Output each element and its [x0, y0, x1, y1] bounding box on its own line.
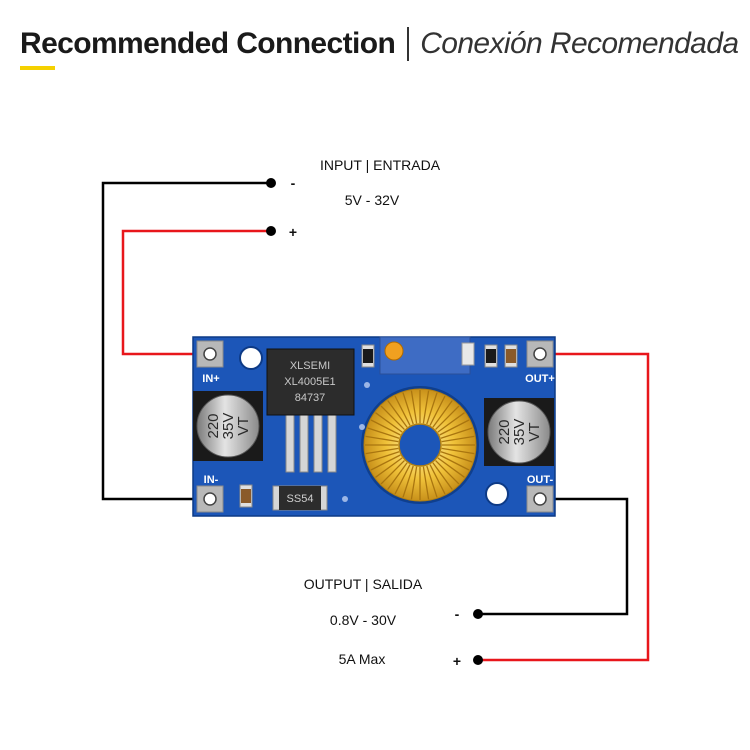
- mounting-hole-bottom-right: [485, 482, 509, 506]
- trimmer-screw: [384, 341, 404, 361]
- coil-winding: [394, 395, 411, 426]
- coil-winding: [432, 462, 453, 490]
- coil-winding: [440, 427, 473, 439]
- diode-label: SS54: [287, 493, 314, 505]
- pad-out-minus: [526, 485, 554, 513]
- input-positive-wire: [121, 229, 271, 356]
- input-positive-terminal: [266, 226, 276, 236]
- title-english: Recommended Connection: [20, 27, 396, 60]
- smd-component-3: [239, 484, 253, 508]
- coil-winding: [375, 412, 403, 433]
- potentiometer: [379, 336, 475, 375]
- coil-winding: [365, 447, 399, 455]
- capacitor-left-series: VT: [235, 416, 252, 435]
- pin-label-out-plus: OUT+: [525, 373, 555, 385]
- input-label: INPUT | ENTRADA: [320, 157, 441, 173]
- coil-winding: [435, 405, 460, 430]
- coil-winding: [375, 457, 403, 478]
- input-voltage: 5V - 32V: [345, 192, 400, 208]
- coil-winding: [380, 460, 405, 485]
- output-negative-wire: [478, 497, 629, 616]
- coil-winding: [370, 419, 401, 436]
- coil-winding: [370, 454, 401, 471]
- output-positive-terminal: [473, 655, 483, 665]
- title-accent-underline: [20, 66, 55, 70]
- coil-winding: [429, 464, 446, 495]
- coil-winding: [435, 460, 460, 485]
- coil-winding: [429, 395, 446, 426]
- smd-component-1: [361, 344, 375, 368]
- output-minus-sign: -: [455, 606, 460, 622]
- toroid-inductor: [361, 386, 479, 504]
- via: [364, 382, 370, 388]
- chip-text-line-1: XLSEMI: [290, 360, 330, 372]
- coil-winding: [410, 466, 418, 500]
- capacitor-right-value: 220: [496, 419, 513, 444]
- capacitor-left-value: 220: [205, 413, 222, 438]
- pad-out-plus: [526, 340, 554, 368]
- capacitor-right-series: VT: [526, 422, 543, 441]
- coil-winding: [426, 392, 438, 425]
- coil-winding: [437, 457, 465, 478]
- pad-in-plus: [196, 340, 224, 368]
- via: [342, 496, 348, 502]
- coil-winding: [422, 466, 430, 500]
- coil-winding: [402, 465, 414, 498]
- output-voltage: 0.8V - 30V: [330, 612, 397, 628]
- coil-winding: [422, 390, 430, 424]
- chip-text-line-2: XL4005E1: [284, 376, 335, 388]
- capacitor-left: 220 35V VT: [193, 391, 263, 461]
- pin-label-in-plus: IN+: [202, 373, 219, 385]
- pin-label-out-minus: OUT-: [527, 474, 554, 486]
- coil-winding: [387, 462, 408, 490]
- input-negative-wire: [101, 181, 271, 501]
- coil-winding: [441, 447, 475, 455]
- smd-component-2: [484, 344, 498, 368]
- coil-winding: [387, 400, 408, 428]
- coil-winding: [410, 390, 418, 424]
- output-current: 5A Max: [339, 651, 386, 667]
- title-spanish: Conexión Recomendada: [420, 27, 739, 60]
- input-negative-terminal: [266, 178, 276, 188]
- coil-winding: [437, 412, 465, 433]
- coil-winding: [439, 454, 470, 471]
- coil-winding: [365, 435, 399, 443]
- capacitor-right: 220 35V VT: [484, 398, 554, 466]
- coil-winding: [402, 392, 414, 425]
- title-separator: [407, 27, 410, 61]
- output-label: OUTPUT | SALIDA: [304, 576, 423, 592]
- coil-winding: [441, 435, 475, 443]
- via: [359, 424, 365, 430]
- chip-text-line-3: 84737: [295, 392, 326, 404]
- coil-winding: [432, 400, 453, 428]
- regulator-chip: XLSEMI XL4005E1 84737: [266, 348, 355, 473]
- coil-winding: [380, 405, 405, 430]
- coil-winding: [394, 464, 411, 495]
- coil-winding: [367, 451, 400, 463]
- output-plus-sign: +: [453, 653, 461, 669]
- page-header: Recommended Connection Conexión Recomend…: [20, 24, 739, 64]
- pin-label-in-minus: IN-: [204, 474, 219, 486]
- coil-winding: [440, 451, 473, 463]
- coil-winding: [439, 419, 470, 436]
- output-positive-wire: [478, 352, 650, 662]
- input-plus-sign: +: [289, 224, 297, 240]
- pad-in-minus: [196, 485, 224, 513]
- schottky-diode: SS54: [272, 485, 328, 511]
- smd-resistor: [504, 344, 518, 368]
- coil-winding: [367, 427, 400, 439]
- output-negative-terminal: [473, 609, 483, 619]
- buck-converter-board: IN+ IN- OUT+ OUT- XLSEMI XL4005E1 84737 …: [192, 336, 556, 517]
- capacitor-left-voltage: 35V: [220, 413, 237, 440]
- capacitor-right-voltage: 35V: [511, 419, 528, 446]
- coil-winding: [426, 465, 438, 498]
- mounting-hole-top-left: [239, 346, 263, 370]
- input-minus-sign: -: [291, 175, 296, 191]
